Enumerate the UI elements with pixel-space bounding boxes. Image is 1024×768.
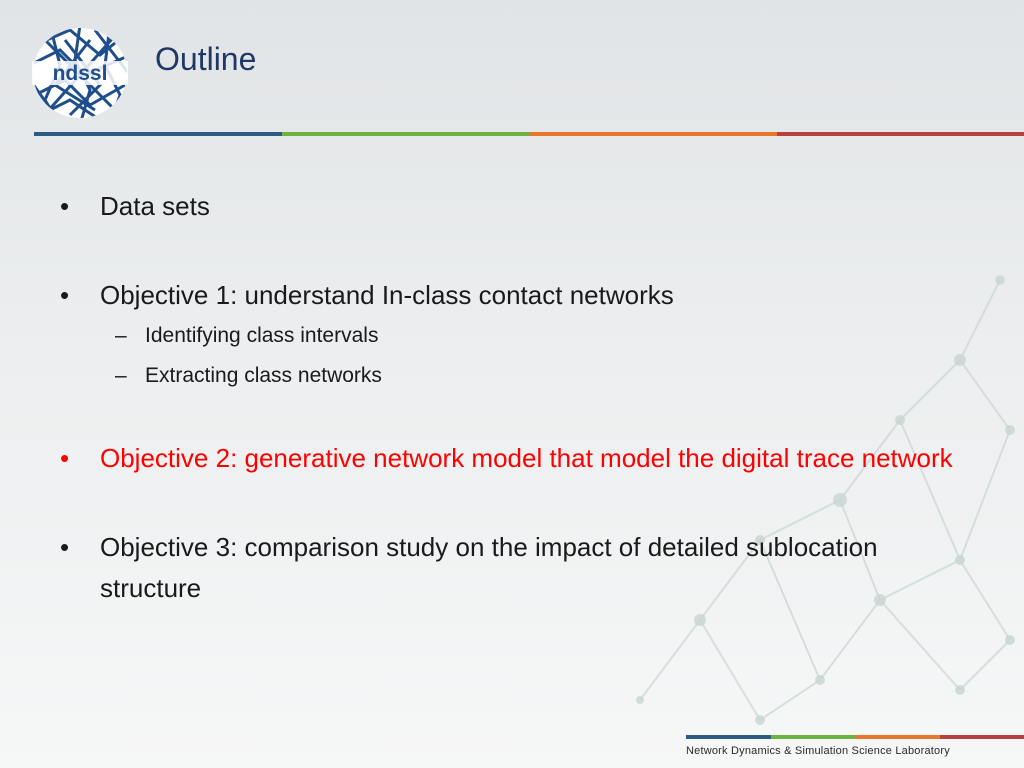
slide-title: Outline [155,41,257,77]
footer-lab-name: Network Dynamics & Simulation Science La… [686,745,950,757]
ndssl-logo: ndssl [32,28,128,118]
sub-bullet-marker: – [115,324,127,347]
sub-bullet-item: – Extracting class networks [60,356,970,396]
bullet-item: • Objective 1: understand In-class conta… [60,275,970,316]
bullet-item: • Data sets [60,186,970,227]
bullet-marker: • [60,280,70,310]
header-divider [34,132,1024,136]
bullet-marker: • [60,191,70,221]
sub-bullet-text: Identifying class intervals [145,324,379,347]
bullet-list: • Data sets • Objective 1: understand In… [60,186,970,609]
sub-bullet-marker: – [115,364,127,387]
sub-bullet-item: – Identifying class intervals [60,316,970,356]
sub-bullet-text: Extracting class networks [145,364,382,387]
bullet-item-highlighted: • Objective 2: generative network model … [60,438,970,479]
bullet-marker: • [60,532,70,562]
bullet-marker: • [60,443,70,473]
bullet-text: Objective 3: comparison study on the imp… [100,532,878,603]
logo-text: ndssl [53,62,108,85]
footer-divider [686,735,1024,739]
bullet-item: • Objective 3: comparison study on the i… [60,527,970,609]
bullet-text: Objective 2: generative network model th… [100,443,953,473]
bullet-text: Objective 1: understand In-class contact… [100,280,674,310]
bullet-text: Data sets [100,191,210,221]
